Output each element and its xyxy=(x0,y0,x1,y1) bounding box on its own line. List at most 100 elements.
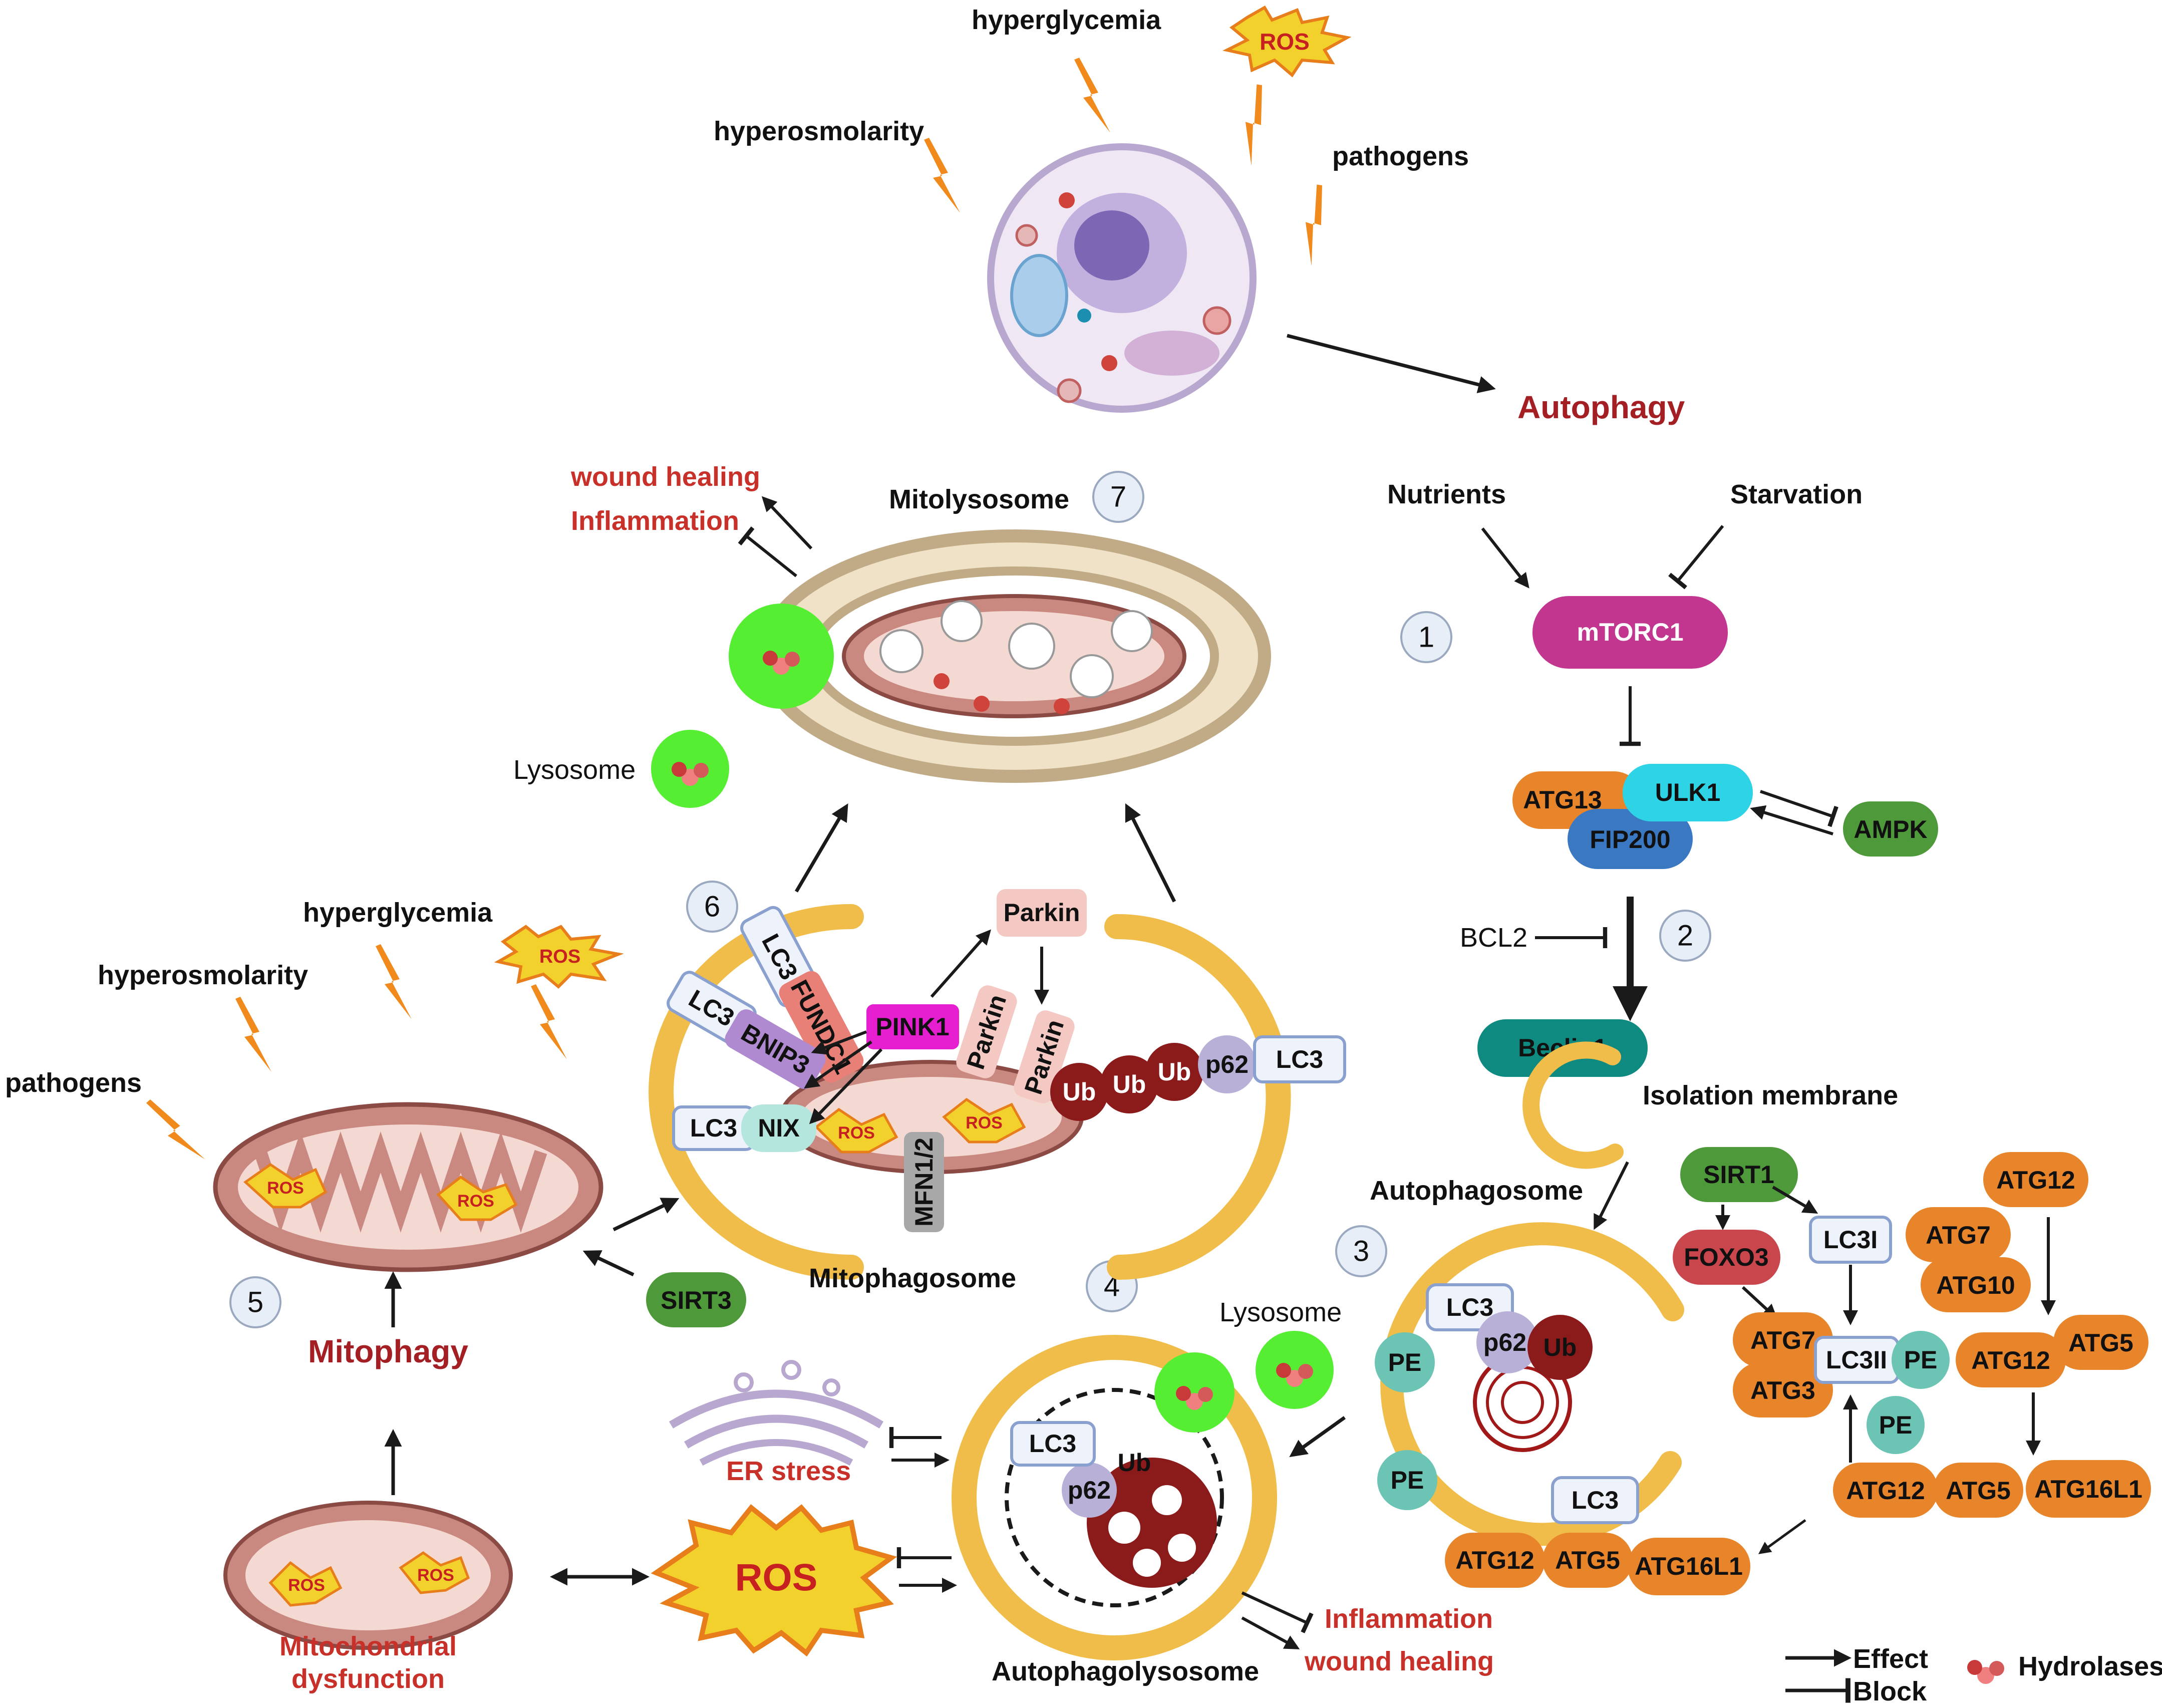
mitolysosome xyxy=(729,529,1271,783)
svg-text:p62: p62 xyxy=(1483,1328,1526,1356)
step-7-badge: 7 xyxy=(1092,471,1144,523)
svg-text:ROS: ROS xyxy=(267,1179,304,1198)
lightning-icon xyxy=(924,138,960,213)
title-autophagy: Autophagy xyxy=(1517,389,1685,425)
svg-text:ATG7: ATG7 xyxy=(1750,1326,1815,1354)
svg-text:p62: p62 xyxy=(1068,1476,1111,1504)
svg-text:NIX: NIX xyxy=(758,1114,799,1142)
atg7-atg3-complex: ATG7 ATG3 xyxy=(1733,1312,1833,1417)
label-pathogens-mid: pathogens xyxy=(5,1068,142,1098)
svg-text:ROS: ROS xyxy=(966,1113,1003,1132)
svg-text:ATG16L1: ATG16L1 xyxy=(2034,1475,2142,1503)
label-hyperglycemia-mid: hyperglycemia xyxy=(303,898,493,928)
svg-text:ATG3: ATG3 xyxy=(1750,1376,1815,1404)
svg-text:Ub: Ub xyxy=(1543,1333,1577,1361)
atg12-atg5-atg16l1-right: ATG12 ATG5 ATG16L1 xyxy=(1833,1460,2151,1518)
lightning-icon xyxy=(1220,83,1289,166)
svg-text:PINK1: PINK1 xyxy=(875,1013,949,1041)
legend-hydrolases: Hydrolases xyxy=(2018,1651,2162,1681)
legend: Effect Block Hydrolases xyxy=(1785,1644,2162,1706)
autophagosome: LC3 p62 Ub PE PE LC3 xyxy=(1375,1222,1684,1546)
svg-text:SIRT3: SIRT3 xyxy=(661,1286,732,1314)
step-6-badge: 6 xyxy=(686,881,738,933)
svg-text:ATG10: ATG10 xyxy=(1936,1271,2015,1299)
label-autophagolysosome: Autophagolysosome xyxy=(992,1656,1259,1686)
svg-text:Ub: Ub xyxy=(1113,1070,1146,1098)
parkin-top-box: Parkin xyxy=(997,889,1087,937)
step-1-badge: 1 xyxy=(1400,611,1452,663)
svg-text:7: 7 xyxy=(1110,481,1126,513)
legend-block: Block xyxy=(1853,1676,1927,1706)
ros-label-top: ROS xyxy=(1260,29,1310,55)
svg-text:ROS: ROS xyxy=(457,1192,494,1211)
lightning-icon xyxy=(145,1088,205,1172)
label-mitophagosome: Mitophagosome xyxy=(809,1263,1016,1293)
lightning-icon xyxy=(235,997,271,1072)
label-pathogens-top: pathogens xyxy=(1332,141,1469,171)
atg12-atg5-atg16l1-bottom: ATG12 ATG5 ATG16L1 xyxy=(1445,1533,1750,1595)
mtorc1-pill: mTORC1 xyxy=(1532,596,1728,669)
label-isolation-membrane: Isolation membrane xyxy=(1643,1080,1898,1110)
label-bcl2: BCL2 xyxy=(1460,923,1527,953)
svg-text:MFN1/2: MFN1/2 xyxy=(910,1137,938,1227)
svg-text:ATG5: ATG5 xyxy=(1946,1477,2011,1505)
svg-text:FIP200: FIP200 xyxy=(1590,825,1670,853)
er-stress-icon xyxy=(669,1360,884,1466)
svg-text:Ub: Ub xyxy=(1158,1058,1191,1086)
svg-text:p62: p62 xyxy=(1205,1050,1249,1078)
svg-text:2: 2 xyxy=(1677,920,1693,952)
ros-burst-icon xyxy=(1222,5,1352,78)
svg-text:3: 3 xyxy=(1353,1235,1369,1268)
ros-burst-icon xyxy=(651,1504,897,1657)
svg-text:PE: PE xyxy=(1388,1348,1422,1376)
svg-text:LC3II: LC3II xyxy=(1826,1346,1887,1374)
ampk-pill: AMPK xyxy=(1843,801,1938,857)
lightning-icon xyxy=(1280,183,1349,266)
label-lysosome-left: Lysosome xyxy=(513,755,636,785)
lc3ii-pe-complex: LC3II PE PE xyxy=(1814,1331,1950,1454)
label-hyperosmolarity-top: hyperosmolarity xyxy=(714,116,924,146)
label-hyperosmolarity-mid: hyperosmolarity xyxy=(98,960,308,990)
ros-burst-icon xyxy=(494,925,624,989)
svg-text:LC3: LC3 xyxy=(1029,1430,1076,1458)
label-lysosome-right: Lysosome xyxy=(1219,1297,1342,1327)
svg-text:LC3: LC3 xyxy=(690,1114,737,1142)
svg-text:LC3I: LC3I xyxy=(1823,1226,1878,1254)
label-inflammation-top: Inflammation xyxy=(571,506,739,536)
title-mitophagy: Mitophagy xyxy=(308,1333,468,1369)
label-wound-healing-bottom: wound healing xyxy=(1304,1646,1494,1676)
ros-label-mid: ROS xyxy=(539,946,580,967)
step-5-badge: 5 xyxy=(229,1276,281,1328)
svg-text:Ub: Ub xyxy=(1118,1449,1151,1477)
mitochondrion-dysfunction: ROS ROS xyxy=(223,1501,513,1650)
svg-text:Ub: Ub xyxy=(1063,1078,1096,1106)
lightning-icon xyxy=(1074,58,1110,133)
ulk1-complex: ATG13 FIP200 ULK1 xyxy=(1512,764,1753,869)
svg-text:ATG5: ATG5 xyxy=(1555,1546,1620,1574)
foxo3-pill: FOXO3 xyxy=(1673,1230,1780,1285)
svg-text:ATG5: ATG5 xyxy=(2068,1329,2133,1357)
top-stressors: hyperglycemia hyperosmolarity ROS pathog… xyxy=(714,5,1469,266)
label-mito-dysfunction-2: dysfunction xyxy=(291,1664,445,1694)
svg-text:LC3: LC3 xyxy=(1572,1486,1619,1514)
cell-illustration xyxy=(987,143,1257,413)
label-mito-dysfunction-1: Mitochondrial xyxy=(279,1631,457,1661)
svg-text:PE: PE xyxy=(1391,1466,1424,1494)
svg-text:Parkin: Parkin xyxy=(1004,899,1080,927)
lysosome-icon xyxy=(1256,1331,1334,1409)
svg-text:ATG16L1: ATG16L1 xyxy=(1635,1552,1743,1580)
atg12-atg5-mid: ATG12 ATG5 xyxy=(1956,1315,2148,1387)
svg-text:ATG12: ATG12 xyxy=(1996,1166,2075,1194)
sirt1-pill: SIRT1 xyxy=(1680,1147,1798,1202)
hydrolases-icon xyxy=(1967,1660,2004,1684)
label-nutrients: Nutrients xyxy=(1387,479,1506,509)
sirt3-pill: SIRT3 xyxy=(646,1272,746,1327)
svg-text:ROS: ROS xyxy=(417,1566,454,1585)
label-autophagosome: Autophagosome xyxy=(1370,1176,1583,1206)
ros-label-center: ROS xyxy=(735,1557,818,1599)
atg12-atg7-atg10-column: ATG12 ATG7 ATG10 xyxy=(1906,1152,2088,1312)
label-er-stress: ER stress xyxy=(726,1456,851,1486)
svg-text:ATG7: ATG7 xyxy=(1926,1221,1991,1249)
label-starvation: Starvation xyxy=(1730,479,1863,509)
